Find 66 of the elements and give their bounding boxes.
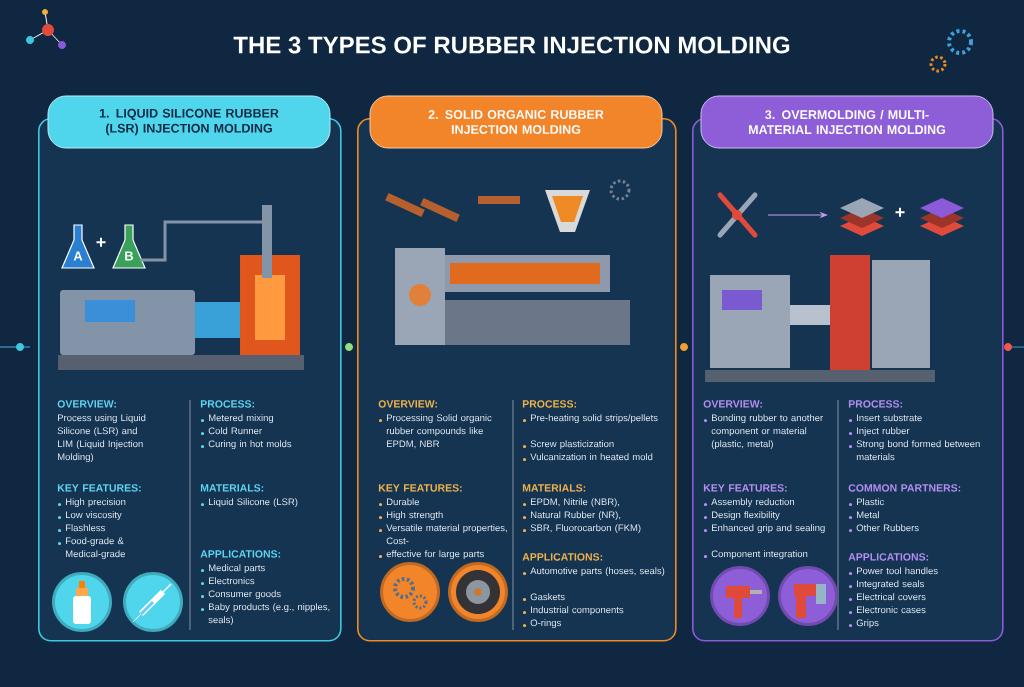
bullet-item: Flashless xyxy=(57,524,105,533)
section-heading: OVERVIEW: xyxy=(57,400,116,408)
bullet-item: Assembly reduction xyxy=(703,498,794,508)
bullet-item: Natural Rubber (NR), xyxy=(522,511,621,521)
section-heading: PROCESS: xyxy=(848,400,903,408)
section-heading: APPLICATIONS: xyxy=(200,550,281,558)
flask-letter: A xyxy=(73,251,83,261)
body-text: Process using Liquid Silicone (LSR) and LIM (Liquid Injection Molding) xyxy=(57,414,146,463)
bullet-item: Grips xyxy=(848,619,879,629)
bullet-item: Vulcanization in heated mold xyxy=(522,453,653,462)
bullet-item: Gaskets xyxy=(522,593,565,602)
bullet-item: Strong bond formed between materials xyxy=(848,440,980,461)
header-banner: 1. LIQUID SILICONE RUBBER (LSR) INJECTION MOLDING xyxy=(47,95,331,149)
title: THE 3 TYPES OF RUBBER INJECTION MOLDING xyxy=(233,36,790,54)
bullet-item: Inject rubber xyxy=(848,427,910,437)
bullet-item: Low viscosity xyxy=(57,511,122,521)
bullet-item: Automotive parts (hoses, seals) xyxy=(522,567,665,577)
bullet-item: Screw plasticization xyxy=(522,440,614,450)
section-heading: MATERIALS: xyxy=(522,484,586,492)
bullet-item: Pre-heating solid strips/pellets xyxy=(522,414,658,424)
bullet-item: High strength xyxy=(378,511,443,521)
section-heading: APPLICATIONS: xyxy=(848,553,929,561)
bullet-item: Cold Runner xyxy=(200,427,262,436)
section-heading: OVERVIEW: xyxy=(378,400,437,408)
flask-letter: B xyxy=(125,251,134,261)
bullet-item: Durable xyxy=(378,498,420,507)
section-heading: KEY FEATURES: xyxy=(703,484,787,492)
bullet-item: SBR, Fluorocarbon (FKM) xyxy=(522,524,641,534)
bullet-item: Power tool handles xyxy=(848,567,938,576)
bullet-item: Design flexibility xyxy=(703,511,780,521)
bullet-item: Industrial components xyxy=(522,606,624,616)
section-heading: OVERVIEW: xyxy=(703,400,762,408)
bullet-item: Metered mixing xyxy=(200,414,274,424)
header-banner: 3. OVERMOLDING / MULTI-MATERIAL INJECTION MOLDING xyxy=(700,95,994,149)
bullet-item: Food-grade & Medical-grade xyxy=(57,537,125,560)
bullet-item: Medical parts xyxy=(200,564,265,574)
bullet-item: Electronics xyxy=(200,577,255,586)
section-heading: COMMON PARTNERS: xyxy=(848,484,961,492)
section-heading: MATERIALS: xyxy=(200,484,264,492)
bullet-item: Baby products (e.g., nipples, seals) xyxy=(200,603,330,626)
bullet-item: Other Rubbers xyxy=(848,524,919,533)
bullet-item: Plastic xyxy=(848,498,884,507)
bullet-item: High precision xyxy=(57,498,126,508)
bullet-item: Metal xyxy=(848,511,879,520)
section-heading: PROCESS: xyxy=(200,400,255,408)
bullet-item: Bonding rubber to another component or material (plastic, metal) xyxy=(703,414,823,450)
section-heading: KEY FEATURES: xyxy=(57,484,141,492)
bullet-item: Integrated seals xyxy=(848,580,924,590)
bullet-item: EPDM, Nitrile (NBR), xyxy=(522,498,620,508)
bullet-item: O-rings xyxy=(522,619,561,629)
bullet-item: Insert substrate xyxy=(848,414,922,423)
bullet-item: Component integration xyxy=(703,550,808,560)
bullet-item: Consumer goods xyxy=(200,590,281,600)
bullet-item: Electronic cases xyxy=(848,606,926,615)
plus-sign: + xyxy=(96,237,106,247)
bullet-item: Curing in hot molds xyxy=(200,440,292,450)
section-heading: KEY FEATURES: xyxy=(378,484,462,492)
bullet-item: Electrical covers xyxy=(848,593,926,602)
bullet-item: effective for large parts xyxy=(378,550,484,560)
bullet-item: Processing Solid organic rubber compounds like EPDM, NBR xyxy=(378,414,492,449)
header-banner: 2. SOLID ORGANIC RUBBER INJECTION MOLDING xyxy=(369,95,663,149)
plus-sign: + xyxy=(895,207,905,217)
bullet-item: Liquid Silicone (LSR) xyxy=(200,498,298,508)
section-heading: PROCESS: xyxy=(522,400,577,408)
section-heading: APPLICATIONS: xyxy=(522,553,603,561)
bullet-item: Enhanced grip and sealing xyxy=(703,524,825,534)
